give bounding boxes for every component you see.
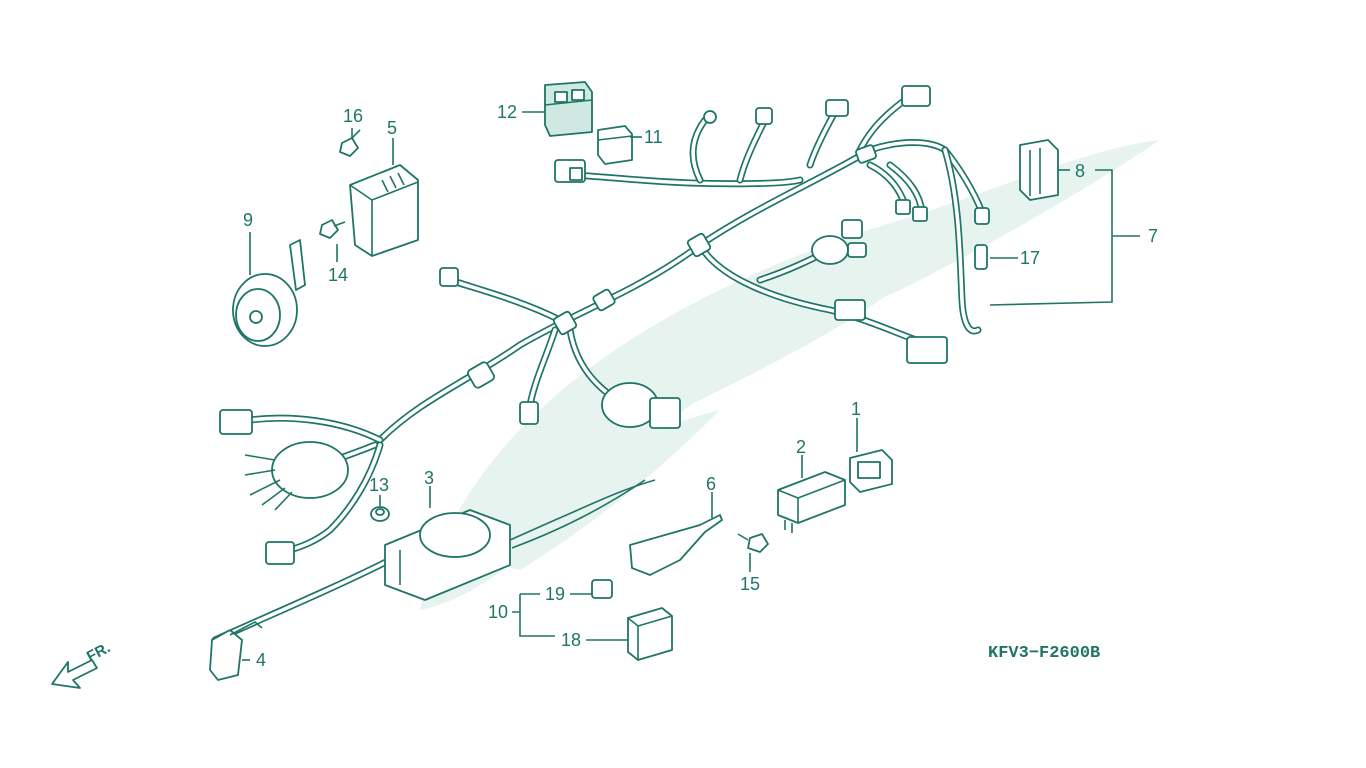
- callout-18: 18: [561, 630, 581, 650]
- main-harness: [219, 85, 990, 565]
- part-8-fuse-box: [1019, 139, 1059, 201]
- part-9-horn: [232, 239, 306, 347]
- callouts: 1 2 3 4 5 6 7 8 9 10 11 12 13 14 15 16 1…: [243, 102, 1158, 670]
- watermark-logo: [420, 140, 1160, 610]
- part-13-grommet: [370, 506, 390, 522]
- part-18-relay: [627, 607, 673, 661]
- diagram-code: KFV3−F2600B: [988, 644, 1100, 663]
- callout-1: 1: [851, 399, 861, 419]
- callout-7: 7: [1148, 226, 1158, 246]
- front-direction-arrow: FR.: [51, 639, 113, 689]
- part-11-relay: [597, 125, 633, 165]
- callout-10: 10: [488, 602, 508, 622]
- part-4-plug-cap: [209, 621, 263, 681]
- callout-4: 4: [256, 650, 266, 670]
- callout-17: 17: [1020, 248, 1040, 268]
- callout-14: 14: [328, 265, 348, 285]
- part-15-bolt: [737, 533, 769, 553]
- callout-9: 9: [243, 210, 253, 230]
- part-12-relay: [544, 81, 593, 137]
- part-6-bracket: [629, 514, 723, 576]
- part-1-connector: [849, 449, 893, 493]
- leader-lines: [242, 111, 1140, 661]
- part-17-fuse: [974, 244, 988, 270]
- callout-19: 19: [545, 584, 565, 604]
- part-5-regulator: [349, 164, 419, 257]
- callout-15: 15: [740, 574, 760, 594]
- callout-13: 13: [369, 475, 389, 495]
- part-2-unit: [777, 471, 846, 533]
- part-16-bolt: [339, 129, 361, 157]
- part-19-relay: [591, 579, 613, 599]
- callout-12: 12: [497, 102, 517, 122]
- callout-5: 5: [387, 118, 397, 138]
- part-14-bolt: [319, 219, 346, 239]
- callout-16: 16: [343, 106, 363, 126]
- callout-8: 8: [1075, 161, 1085, 181]
- callout-3: 3: [424, 468, 434, 488]
- callout-2: 2: [796, 437, 806, 457]
- callout-6: 6: [706, 474, 716, 494]
- part-3-ignition-coil: [211, 479, 656, 644]
- callout-11: 11: [644, 127, 663, 147]
